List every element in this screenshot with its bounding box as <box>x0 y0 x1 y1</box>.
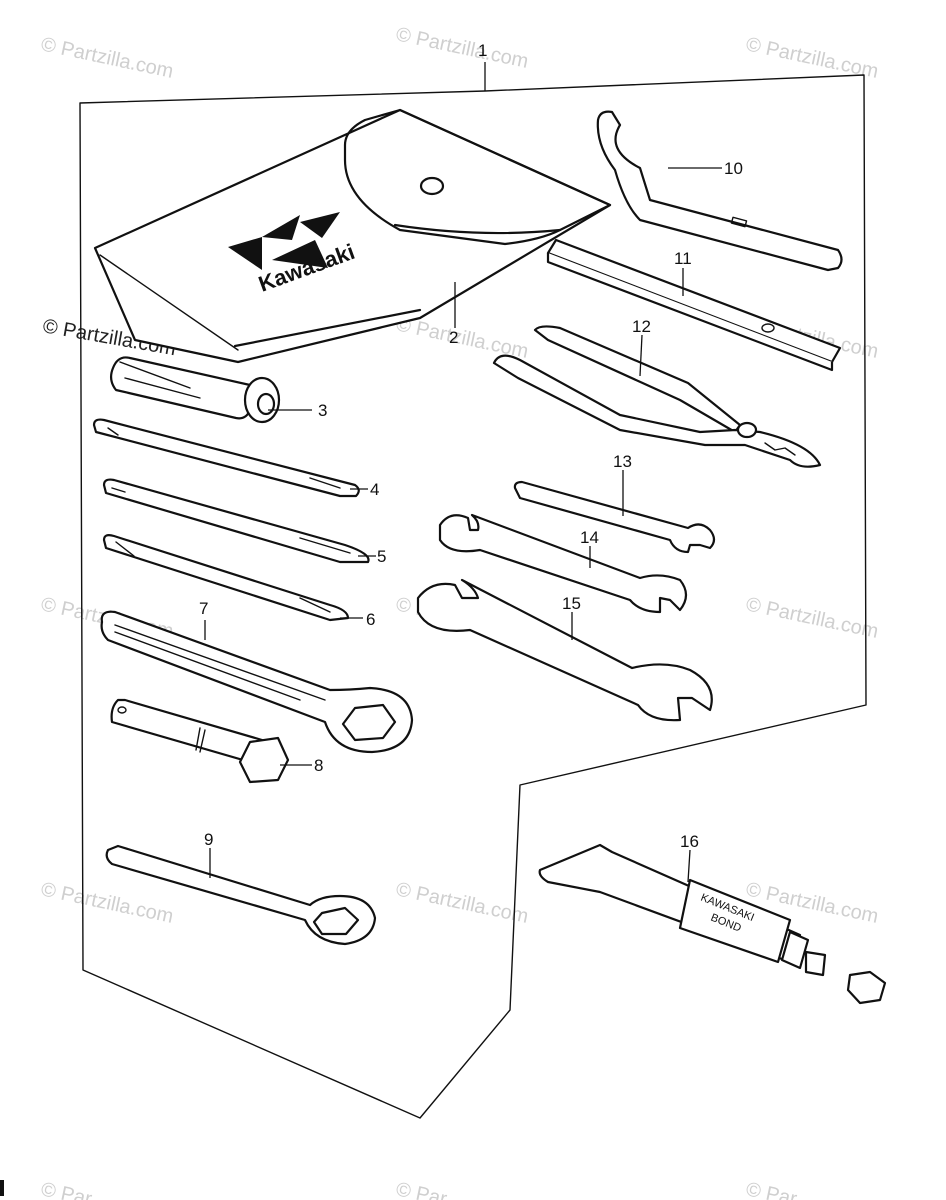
watermark: © Par <box>394 1178 449 1200</box>
callout-3: 3 <box>318 401 327 420</box>
flat-bar <box>546 238 842 372</box>
tool-pouch: Kawasaki <box>93 108 612 364</box>
callout-10: 10 <box>724 159 743 178</box>
hook-spanner <box>596 110 843 272</box>
pliers <box>492 325 822 468</box>
watermark: © Par <box>39 1178 94 1200</box>
callout-12: 12 <box>632 317 651 336</box>
watermark: © Par <box>744 1178 799 1200</box>
watermark: © Partzilla.com <box>394 878 530 928</box>
callout-15: 15 <box>562 594 581 613</box>
callout-4: 4 <box>370 480 379 499</box>
spark-plug-socket <box>110 698 290 784</box>
open-end-wrench-small <box>513 480 716 554</box>
open-end-wrench-medium <box>438 513 688 614</box>
watermark: © Partzilla.com <box>394 23 530 73</box>
screwdriver-blade-2 <box>102 478 370 564</box>
hex-wrench <box>105 844 377 946</box>
callout-1: 1 <box>478 41 487 60</box>
callout-13: 13 <box>613 452 632 471</box>
kit-outline <box>79 74 867 1119</box>
corner-mark <box>0 1180 4 1196</box>
callout-14: 14 <box>580 528 599 547</box>
leader-lines <box>204 62 722 883</box>
open-end-wrench-large <box>416 578 713 722</box>
watermark: © Partzilla.com <box>39 33 175 83</box>
bond-tube: KAWASAKI BOND <box>538 843 887 1005</box>
callout-2: 2 <box>449 328 458 347</box>
callout-7: 7 <box>199 599 208 618</box>
watermark: © Partzilla.com <box>39 878 175 928</box>
callout-11: 11 <box>674 249 692 268</box>
callout-8: 8 <box>314 756 323 775</box>
callout-9: 9 <box>204 830 213 849</box>
watermark: © Partzilla.com <box>744 593 880 643</box>
screwdriver-blade-flat <box>92 418 360 498</box>
callout-6: 6 <box>366 610 375 629</box>
box-end-wrench <box>100 610 414 754</box>
callout-5: 5 <box>377 547 386 566</box>
callout-16: 16 <box>680 832 699 851</box>
callout-labels: 1 2 3 4 5 6 7 8 9 10 11 12 13 14 15 16 <box>199 41 743 851</box>
screwdriver-grip <box>109 356 281 424</box>
